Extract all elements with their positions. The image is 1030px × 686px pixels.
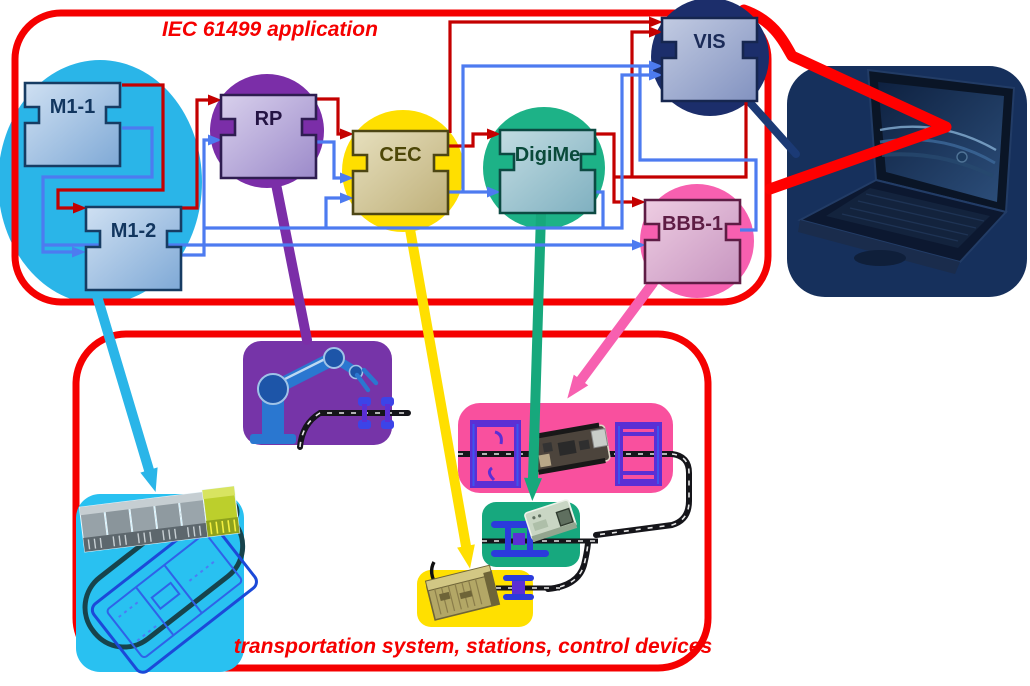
wire-m11-to-m12 bbox=[56, 83, 165, 214]
rp-mapping-link bbox=[271, 179, 312, 345]
fb-digime: DigiMe bbox=[498, 128, 597, 215]
data-rail-to-vis bbox=[204, 69, 663, 230]
fb-m1-1-label: M1-1 bbox=[50, 96, 96, 118]
vis-to-laptop-link bbox=[741, 93, 800, 158]
data-bbb1-to-vis bbox=[638, 66, 758, 232]
gantry-frame-right-icon bbox=[615, 422, 662, 486]
wire-cec-to-digime bbox=[448, 128, 501, 148]
inter-station-track bbox=[545, 451, 692, 592]
device-mapping-links bbox=[92, 179, 658, 569]
application-boundary bbox=[11, 9, 772, 306]
fb-m1-2-label: M1-2 bbox=[111, 220, 157, 242]
data-rail-to-cec bbox=[324, 192, 354, 228]
controller-station bbox=[417, 561, 560, 627]
fb-vis-label: VIS bbox=[693, 31, 725, 53]
fb-vis: VIS bbox=[660, 16, 759, 103]
data-digime-to-rail bbox=[595, 190, 605, 228]
fb-cec-label: CEC bbox=[379, 144, 421, 166]
transport-system-boundary bbox=[72, 330, 712, 672]
io-module-icon bbox=[524, 499, 578, 543]
m1-mapping-link bbox=[92, 291, 158, 493]
controller-brick-icon bbox=[424, 564, 501, 621]
fb-bbb1-label: BBB-1 bbox=[662, 213, 723, 235]
transfer-station bbox=[458, 403, 673, 493]
wire-bbb1-to-vis bbox=[630, 26, 663, 177]
application-region-label: IEC 61499 application bbox=[162, 18, 378, 41]
bbb1-mapping-link bbox=[567, 278, 658, 399]
track-layout-blueprint-icon bbox=[90, 517, 258, 674]
laptop-host bbox=[787, 66, 1027, 297]
digime-mapping-link bbox=[524, 209, 546, 501]
track-yellow-to-teal-dashes bbox=[547, 542, 589, 590]
fb-cec: CEC bbox=[351, 129, 450, 216]
function-blocks: M1-1 M1-2 RP CEC DigiMe VIS BBB-1 bbox=[23, 16, 759, 292]
fb-m1-2: M1-2 bbox=[84, 205, 183, 292]
fb-digime-label: DigiMe bbox=[515, 144, 581, 166]
data-m11-to-m12 bbox=[41, 126, 154, 258]
robot-station bbox=[243, 341, 411, 450]
wire-rp-to-cec bbox=[316, 97, 354, 140]
robot-arm-icon bbox=[250, 347, 379, 444]
gantry-frame-left-icon bbox=[470, 420, 521, 488]
fb-bbb1: BBB-1 bbox=[643, 198, 742, 285]
controller-board-icon bbox=[529, 422, 611, 475]
wire-m12-to-rp bbox=[182, 94, 222, 210]
transport-region-label: transportation system, stations, control… bbox=[234, 635, 712, 658]
track-pink-to-teal bbox=[593, 451, 692, 538]
io-station bbox=[482, 499, 598, 567]
rail-shuttle-icon bbox=[503, 575, 534, 600]
track-bogie-icon bbox=[358, 397, 394, 429]
fb-m1-1: M1-1 bbox=[23, 81, 122, 168]
data-m12-to-rp bbox=[182, 134, 222, 257]
fb-rp-label: RP bbox=[255, 108, 283, 130]
plc-rack-icon bbox=[78, 485, 241, 553]
fb-rp: RP bbox=[219, 93, 318, 180]
wire-vis-feedback bbox=[614, 101, 748, 179]
data-cec-to-vis bbox=[461, 60, 663, 192]
plc-track-station bbox=[76, 485, 258, 674]
track-dashes bbox=[299, 412, 408, 448]
data-rp-to-cec bbox=[316, 140, 354, 184]
event-wires bbox=[56, 16, 748, 214]
cec-mapping-link bbox=[403, 213, 475, 569]
wire-cec-to-vis bbox=[448, 16, 663, 133]
app-to-laptop-pointer bbox=[738, 4, 952, 195]
